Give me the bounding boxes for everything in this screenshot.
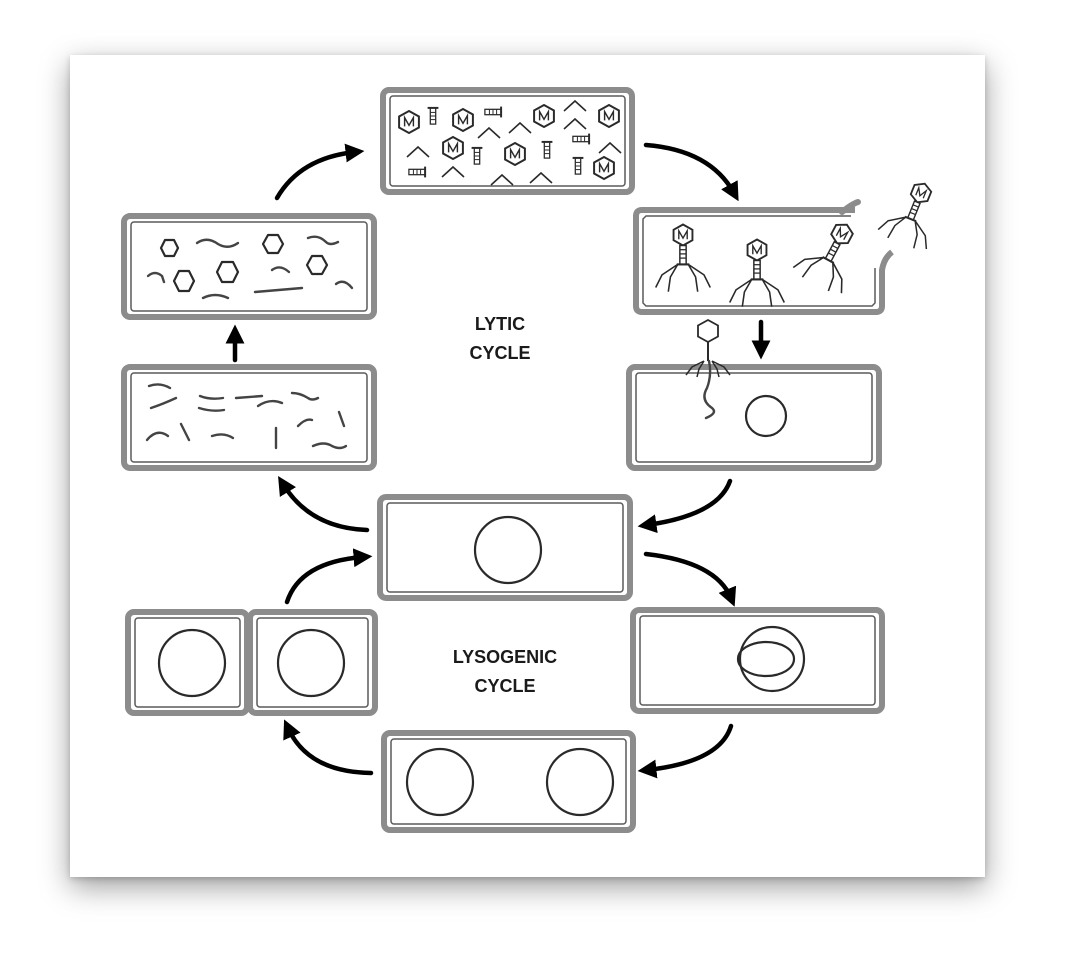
arrow-dividing-to-daughters bbox=[283, 719, 374, 776]
arrow-prophage-to-dividing bbox=[637, 723, 734, 779]
cycle-arrows bbox=[225, 142, 771, 779]
assembly-cell bbox=[380, 87, 635, 195]
prophage-cell bbox=[630, 607, 885, 714]
phage-life-cycle-diagram: LYTIC CYCLE LYSOGENIC CYCLE bbox=[121, 87, 985, 833]
arrow-host-to-replication bbox=[278, 475, 370, 533]
diagram-card: LYTIC CYCLE LYSOGENIC CYCLE bbox=[70, 55, 985, 877]
infection-cell bbox=[626, 318, 882, 471]
arrow-daughters-to-host bbox=[284, 548, 373, 605]
lysogenic-cycle-label-line2: CYCLE bbox=[474, 676, 535, 696]
lytic-cycle-label-line2: CYCLE bbox=[469, 343, 530, 363]
dividing-cell bbox=[381, 730, 636, 833]
arrow-assembly-to-lysis bbox=[643, 142, 739, 202]
daughter-cells bbox=[125, 609, 378, 716]
arrow-lysis-to-release bbox=[274, 143, 365, 201]
protein-synthesis-cell bbox=[121, 213, 377, 320]
arrow-host-to-prophage bbox=[643, 551, 737, 607]
lytic-cycle-label-line1: LYTIC bbox=[475, 314, 525, 334]
lysis-cell bbox=[633, 174, 949, 315]
lysogenic-cycle-label-line1: LYSOGENIC bbox=[453, 647, 557, 667]
dna-replication-cell bbox=[121, 364, 377, 471]
arrow-infection-to-host bbox=[637, 478, 733, 534]
host-cell bbox=[377, 494, 633, 601]
